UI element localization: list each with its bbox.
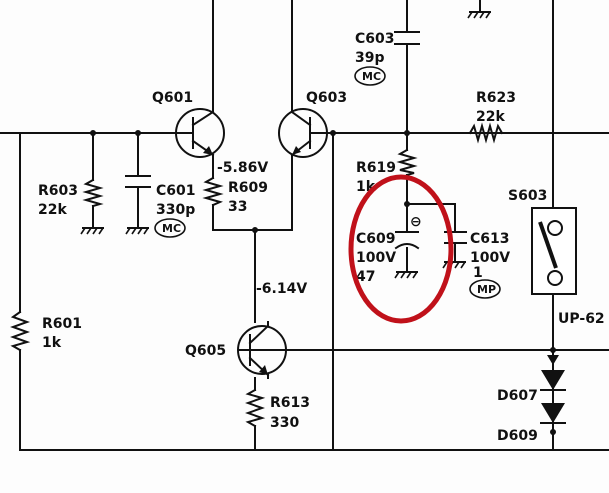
wire-emitter-join: [212, 204, 293, 231]
ground-icon: [442, 261, 466, 269]
q603-emitter-arrow: [292, 146, 301, 155]
c603-badge-oval: [354, 66, 386, 86]
c601-badge-oval: [154, 218, 186, 238]
q603-body: [278, 108, 328, 158]
r623-ref: R623: [476, 90, 516, 106]
r601-ref: R601: [42, 316, 82, 332]
c603-value: 39p: [355, 50, 385, 66]
s603-lever: [538, 221, 558, 269]
junction-dots: [90, 130, 556, 435]
c609-ref: C609: [356, 231, 396, 247]
c613-badge: MP: [477, 283, 496, 296]
c603-badge: MC: [362, 70, 381, 83]
junction-dot: [404, 130, 410, 136]
c613-ref: C613: [470, 231, 510, 247]
q605-body: [237, 325, 287, 375]
c609-voltage: 100V: [356, 250, 396, 266]
r601-value: 1k: [42, 335, 62, 351]
c609-plate-bottom: [394, 243, 420, 250]
junction-dot: [550, 429, 556, 435]
c601-value: 330p: [156, 202, 195, 218]
r603-value: 22k: [38, 202, 67, 218]
wires: [0, 0, 609, 451]
r613-value: 330: [270, 415, 299, 431]
s603-contact-top: [547, 220, 563, 236]
r619-symbol: [396, 148, 418, 177]
r623-value: 22k: [476, 109, 505, 125]
d609-triangle: [541, 403, 565, 423]
d607-triangle: [541, 370, 565, 390]
diode-d607: [540, 370, 566, 391]
r609-ref: R609: [228, 180, 268, 196]
diode-d609: [540, 403, 566, 424]
transistor-q605: [237, 321, 287, 379]
d607-ref: D607: [497, 388, 538, 404]
wire-c613-top: [406, 203, 456, 233]
s603-ref: S603: [508, 188, 547, 204]
junction-dot: [90, 130, 96, 136]
r609-value: 33: [228, 199, 247, 215]
up62-ref: UP-62: [558, 311, 605, 327]
q601-collector-lead: [191, 110, 215, 127]
r613-ref: R613: [270, 395, 310, 411]
ground-icon: [394, 271, 418, 279]
junction-dot: [252, 227, 258, 233]
q601-body: [175, 108, 225, 158]
r603-ref: R603: [38, 183, 78, 199]
q601-emitter-arrow: [203, 146, 213, 155]
switch-s603: [531, 207, 577, 295]
ground-icon: [125, 227, 149, 235]
s603-contact-bottom: [547, 270, 563, 286]
ground-icon: [80, 227, 104, 235]
q605-emitter-arrow: [259, 365, 268, 375]
c613-value: 1: [473, 265, 483, 281]
voltage-v2: -6.14V: [256, 281, 307, 297]
ground-icon: [467, 11, 491, 19]
c613-voltage: 100V: [470, 250, 510, 266]
r623-symbol: [468, 122, 504, 144]
c609-value: 47: [356, 269, 375, 285]
c603-ref: C603: [355, 31, 395, 47]
r603-symbol: [82, 178, 104, 208]
q603-ref: Q603: [306, 90, 347, 106]
c601-ref: C601: [156, 183, 196, 199]
c613-badge-oval: [469, 279, 501, 299]
transistor-q603: [278, 108, 328, 158]
ground-symbols: [80, 11, 491, 279]
junction-dot: [404, 201, 410, 207]
transistor-q601: [175, 108, 225, 158]
r613-symbol: [245, 388, 266, 428]
c601-badge: MC: [162, 222, 181, 235]
junction-dot: [550, 347, 556, 353]
q603-collector-lead: [290, 110, 312, 127]
r619-ref: R619: [356, 160, 396, 176]
junction-dot: [135, 130, 141, 136]
labels: C603 39p MC Q601 Q603 Q605 R623 22k -5.8…: [38, 31, 605, 444]
arrow-down-icon: [547, 355, 559, 365]
q601-ref: Q601: [152, 90, 193, 106]
junction-dot: [330, 130, 336, 136]
q605-ref: Q605: [185, 343, 226, 359]
r601-symbol: [10, 310, 31, 352]
resistors: [10, 122, 504, 428]
c609-polarity-mark: ⊖: [410, 214, 422, 230]
q605-collector-lead: [248, 324, 270, 345]
r609-symbol: [202, 176, 224, 207]
highlight-ellipse: [348, 174, 454, 324]
d609-ref: D609: [497, 428, 538, 444]
voltage-v1: -5.86V: [217, 160, 268, 176]
